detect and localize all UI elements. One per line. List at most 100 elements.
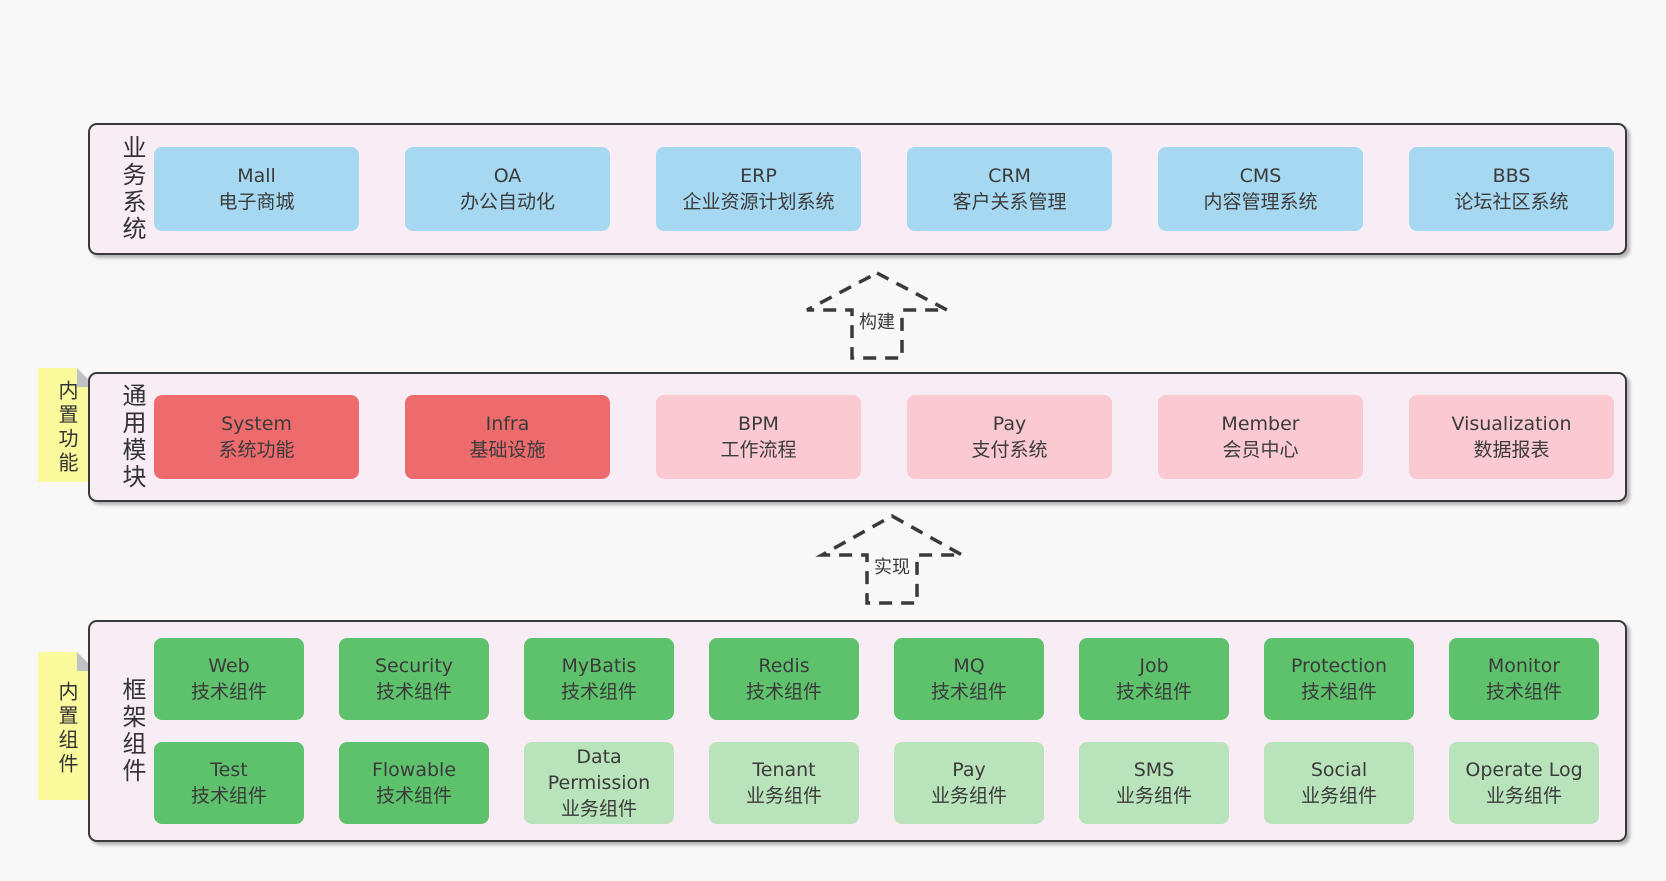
box-subtitle: 技术组件 (930, 681, 1007, 703)
box-member: Member 会员中心 (1158, 395, 1363, 479)
box-mall: Mall 电子商城 (154, 147, 359, 231)
box-title: Mall (237, 164, 276, 187)
band-business-systems-boxes: Mall 电子商城 OA 办公自动化 ERP 企业资源计划系统 CRM 客户关系管理 CMS 内容… (154, 147, 1614, 231)
box-security: Security 技术组件 (339, 638, 489, 720)
box-title: Redis (758, 654, 810, 677)
band-label-business-systems: 业务系统 (118, 135, 146, 243)
box-subtitle: 技术组件 (745, 681, 822, 703)
box-title: Pay (952, 758, 986, 781)
box-title: ERP (740, 164, 777, 187)
box-erp: ERP 企业资源计划系统 (656, 147, 861, 231)
sticky-note-built-in-components: 内置组件 (38, 652, 96, 800)
box-subtitle: 业务组件 (1115, 785, 1192, 807)
box-title: System (221, 412, 292, 435)
box-title: Data Permission (547, 745, 651, 794)
box-sms: SMS 业务组件 (1079, 742, 1229, 824)
box-subtitle: 支付系统 (971, 439, 1048, 461)
box-subtitle: 系统功能 (218, 439, 295, 461)
box-subtitle: 技术组件 (560, 681, 637, 703)
box-web: Web 技术组件 (154, 638, 304, 720)
box-subtitle: 会员中心 (1222, 439, 1299, 461)
box-crm: CRM 客户关系管理 (907, 147, 1112, 231)
box-title: Tenant (752, 758, 816, 781)
box-subtitle: 业务组件 (930, 785, 1007, 807)
box-subtitle: 技术组件 (1115, 681, 1192, 703)
box-title: Protection (1290, 654, 1388, 677)
box-title: BBS (1492, 164, 1531, 187)
box-bbs: BBS 论坛社区系统 (1409, 147, 1614, 231)
sticky-note-label: 内置功能 (55, 380, 79, 476)
box-system: System 系统功能 (154, 395, 359, 479)
box-subtitle: 基础设施 (469, 439, 546, 461)
box-pay: Pay 业务组件 (894, 742, 1044, 824)
box-subtitle: 内容管理系统 (1203, 191, 1318, 213)
sticky-note-label: 内置组件 (55, 681, 79, 777)
box-subtitle: 技术组件 (1300, 681, 1377, 703)
box-subtitle: 业务组件 (745, 785, 822, 807)
box-title: SMS (1133, 758, 1175, 781)
arrow-label-implement: 实现 (871, 557, 913, 579)
box-title: Security (374, 654, 454, 677)
box-pay: Pay 支付系统 (907, 395, 1112, 479)
box-subtitle: 技术组件 (1485, 681, 1562, 703)
box-data-permission: Data Permission 业务组件 (524, 742, 674, 824)
band-common-modules: 通用模块 System 系统功能 Infra 基础设施 BPM 工作流程 Pay 支付系统 Me… (88, 372, 1627, 502)
box-title: Job (1139, 654, 1169, 677)
box-subtitle: 工作流程 (720, 439, 797, 461)
box-subtitle: 业务组件 (1485, 785, 1562, 807)
box-monitor: Monitor 技术组件 (1449, 638, 1599, 720)
box-title: MQ (953, 654, 985, 677)
sticky-note-built-in-features: 内置功能 (38, 368, 96, 482)
band-label-common-modules: 通用模块 (118, 383, 146, 491)
box-title: Infra (485, 412, 530, 435)
box-title: CMS (1239, 164, 1282, 187)
box-job: Job 技术组件 (1079, 638, 1229, 720)
box-title: OA (493, 164, 522, 187)
box-title: Flowable (371, 758, 457, 781)
box-bpm: BPM 工作流程 (656, 395, 861, 479)
box-title: Monitor (1487, 654, 1561, 677)
band-business-systems: 业务系统 Mall 电子商城 OA 办公自动化 ERP 企业资源计划系统 CRM 客户关系管理… (88, 123, 1627, 255)
box-mq: MQ 技术组件 (894, 638, 1044, 720)
box-subtitle: 数据报表 (1473, 439, 1550, 461)
box-title: Member (1221, 412, 1300, 435)
box-title: Social (1310, 758, 1368, 781)
box-row: Mall 电子商城 OA 办公自动化 ERP 企业资源计划系统 CRM 客户关系管理 CMS 内容… (154, 147, 1614, 231)
box-visualization: Visualization 数据报表 (1409, 395, 1614, 479)
box-subtitle: 论坛社区系统 (1454, 191, 1569, 213)
box-infra: Infra 基础设施 (405, 395, 610, 479)
box-title: Web (208, 654, 250, 677)
box-subtitle: 客户关系管理 (952, 191, 1067, 213)
box-cms: CMS 内容管理系统 (1158, 147, 1363, 231)
box-operate-log: Operate Log 业务组件 (1449, 742, 1599, 824)
box-protection: Protection 技术组件 (1264, 638, 1414, 720)
box-title: Operate Log (1465, 758, 1583, 781)
box-flowable: Flowable 技术组件 (339, 742, 489, 824)
box-title: Test (210, 758, 248, 781)
box-subtitle: 技术组件 (190, 681, 267, 703)
box-subtitle: 企业资源计划系统 (682, 191, 835, 213)
box-subtitle: 办公自动化 (459, 191, 555, 213)
box-title: CRM (988, 164, 1031, 187)
box-title: Pay (992, 412, 1027, 435)
box-tenant: Tenant 业务组件 (709, 742, 859, 824)
box-title: Visualization (1451, 412, 1572, 435)
arrow-label-build: 构建 (856, 312, 898, 334)
box-title: BPM (738, 412, 779, 435)
band-common-modules-boxes: System 系统功能 Infra 基础设施 BPM 工作流程 Pay 支付系统 Member 会… (154, 395, 1614, 479)
box-redis: Redis 技术组件 (709, 638, 859, 720)
box-subtitle: 电子商城 (218, 191, 295, 213)
box-subtitle: 技术组件 (190, 785, 267, 807)
box-subtitle: 技术组件 (375, 785, 452, 807)
box-row: System 系统功能 Infra 基础设施 BPM 工作流程 Pay 支付系统 Member 会… (154, 395, 1614, 479)
box-subtitle: 技术组件 (375, 681, 452, 703)
box-oa: OA 办公自动化 (405, 147, 610, 231)
box-subtitle: 业务组件 (560, 798, 637, 821)
